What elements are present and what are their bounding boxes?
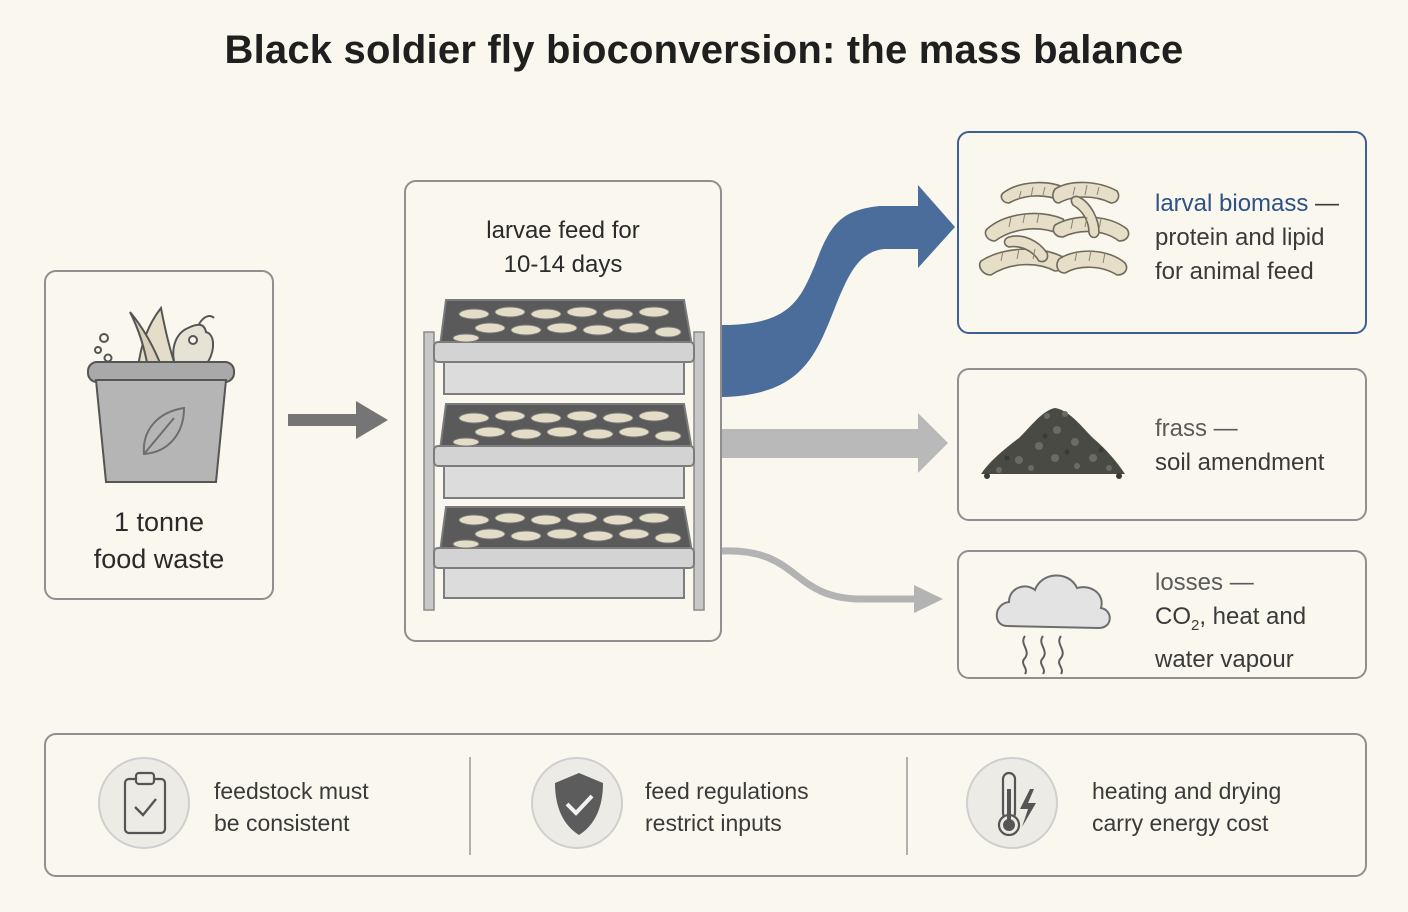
shield-check-icon — [555, 773, 603, 835]
biomass-line2: protein and lipid — [1155, 224, 1325, 251]
frass-flow-arrow — [722, 413, 948, 473]
larvae-process-duration: 10-14 days — [503, 251, 623, 278]
food-waste-type: food waste — [93, 544, 225, 574]
clipboard-check-icon — [123, 771, 167, 835]
constraint-regulations-line1: feed regulations — [645, 778, 809, 804]
larvae-process-line1: larvae feed for — [486, 217, 640, 244]
constraint-feedstock-line1: feedstock must — [214, 778, 369, 804]
larvae-trays-rack-icon — [423, 299, 705, 611]
constraint-energy: heating and drying carry energy cost — [1092, 775, 1281, 839]
frass-name: frass — [1155, 415, 1208, 442]
biomass-text: larval biomass — protein and lipid for a… — [1155, 187, 1339, 289]
constraints-panel: feedstock must be consistent feed regula… — [44, 733, 1367, 877]
losses-line2: CO2, heat and — [1155, 600, 1306, 643]
losses-dash: — — [1223, 569, 1254, 596]
biomass-dash: — — [1308, 190, 1340, 217]
constraint-divider — [906, 757, 908, 855]
constraint-energy-icon-circle — [966, 757, 1058, 849]
biomass-name: larval biomass — [1155, 190, 1309, 217]
larvae-process-label: larvae feed for 10-14 days — [406, 214, 720, 282]
output-larval-biomass: larval biomass — protein and lipid for a… — [957, 131, 1367, 334]
losses-name: losses — [1155, 569, 1224, 596]
output-losses: losses — CO2, heat and water vapour — [957, 550, 1367, 679]
food-waste-box: 1 tonne food waste — [44, 270, 274, 600]
constraint-regulations: feed regulations restrict inputs — [645, 775, 809, 839]
cloud-vapour-icon — [995, 574, 1111, 675]
losses-line2-rest: , heat and — [1199, 603, 1307, 630]
losses-text: losses — CO2, heat and water vapour — [1155, 566, 1306, 677]
constraint-feedstock-line2: be consistent — [214, 810, 350, 836]
constraint-regulations-line2: restrict inputs — [645, 810, 782, 836]
biomass-flow-arrow — [722, 185, 955, 397]
output-frass: frass — soil amendment — [957, 368, 1367, 521]
losses-heading: losses — — [1155, 566, 1306, 600]
losses-co-subscript: 2 — [1191, 616, 1200, 634]
food-waste-amount: 1 tonne — [113, 507, 205, 537]
constraint-feedstock-icon-circle — [98, 757, 190, 849]
food-waste-bin-icon — [87, 305, 235, 483]
page-title: Black soldier fly bioconversion: the mas… — [224, 28, 1184, 72]
constraint-divider — [469, 757, 471, 855]
input-arrow — [288, 401, 388, 439]
frass-pile-icon — [981, 408, 1125, 479]
larvae-process-box: larvae feed for 10-14 days — [404, 180, 722, 642]
constraint-regulations-icon-circle — [531, 757, 623, 849]
losses-line3: water vapour — [1155, 645, 1294, 673]
larvae-pile-icon — [978, 181, 1130, 276]
losses-co: CO — [1155, 603, 1191, 630]
biomass-line3: for animal feed — [1155, 258, 1314, 285]
constraint-feedstock: feedstock must be consistent — [214, 775, 369, 839]
thermometer-energy-icon — [997, 771, 1036, 837]
frass-line2: soil amendment — [1155, 449, 1325, 476]
biomass-heading: larval biomass — — [1155, 187, 1339, 221]
food-waste-label: 1 tonne food waste — [46, 504, 272, 578]
frass-heading: frass — — [1155, 412, 1324, 446]
losses-flow-arrow — [721, 547, 943, 613]
frass-text: frass — soil amendment — [1155, 412, 1324, 480]
frass-dash: — — [1207, 415, 1238, 442]
constraint-energy-line2: carry energy cost — [1092, 810, 1269, 836]
constraint-energy-line1: heating and drying — [1092, 778, 1282, 804]
